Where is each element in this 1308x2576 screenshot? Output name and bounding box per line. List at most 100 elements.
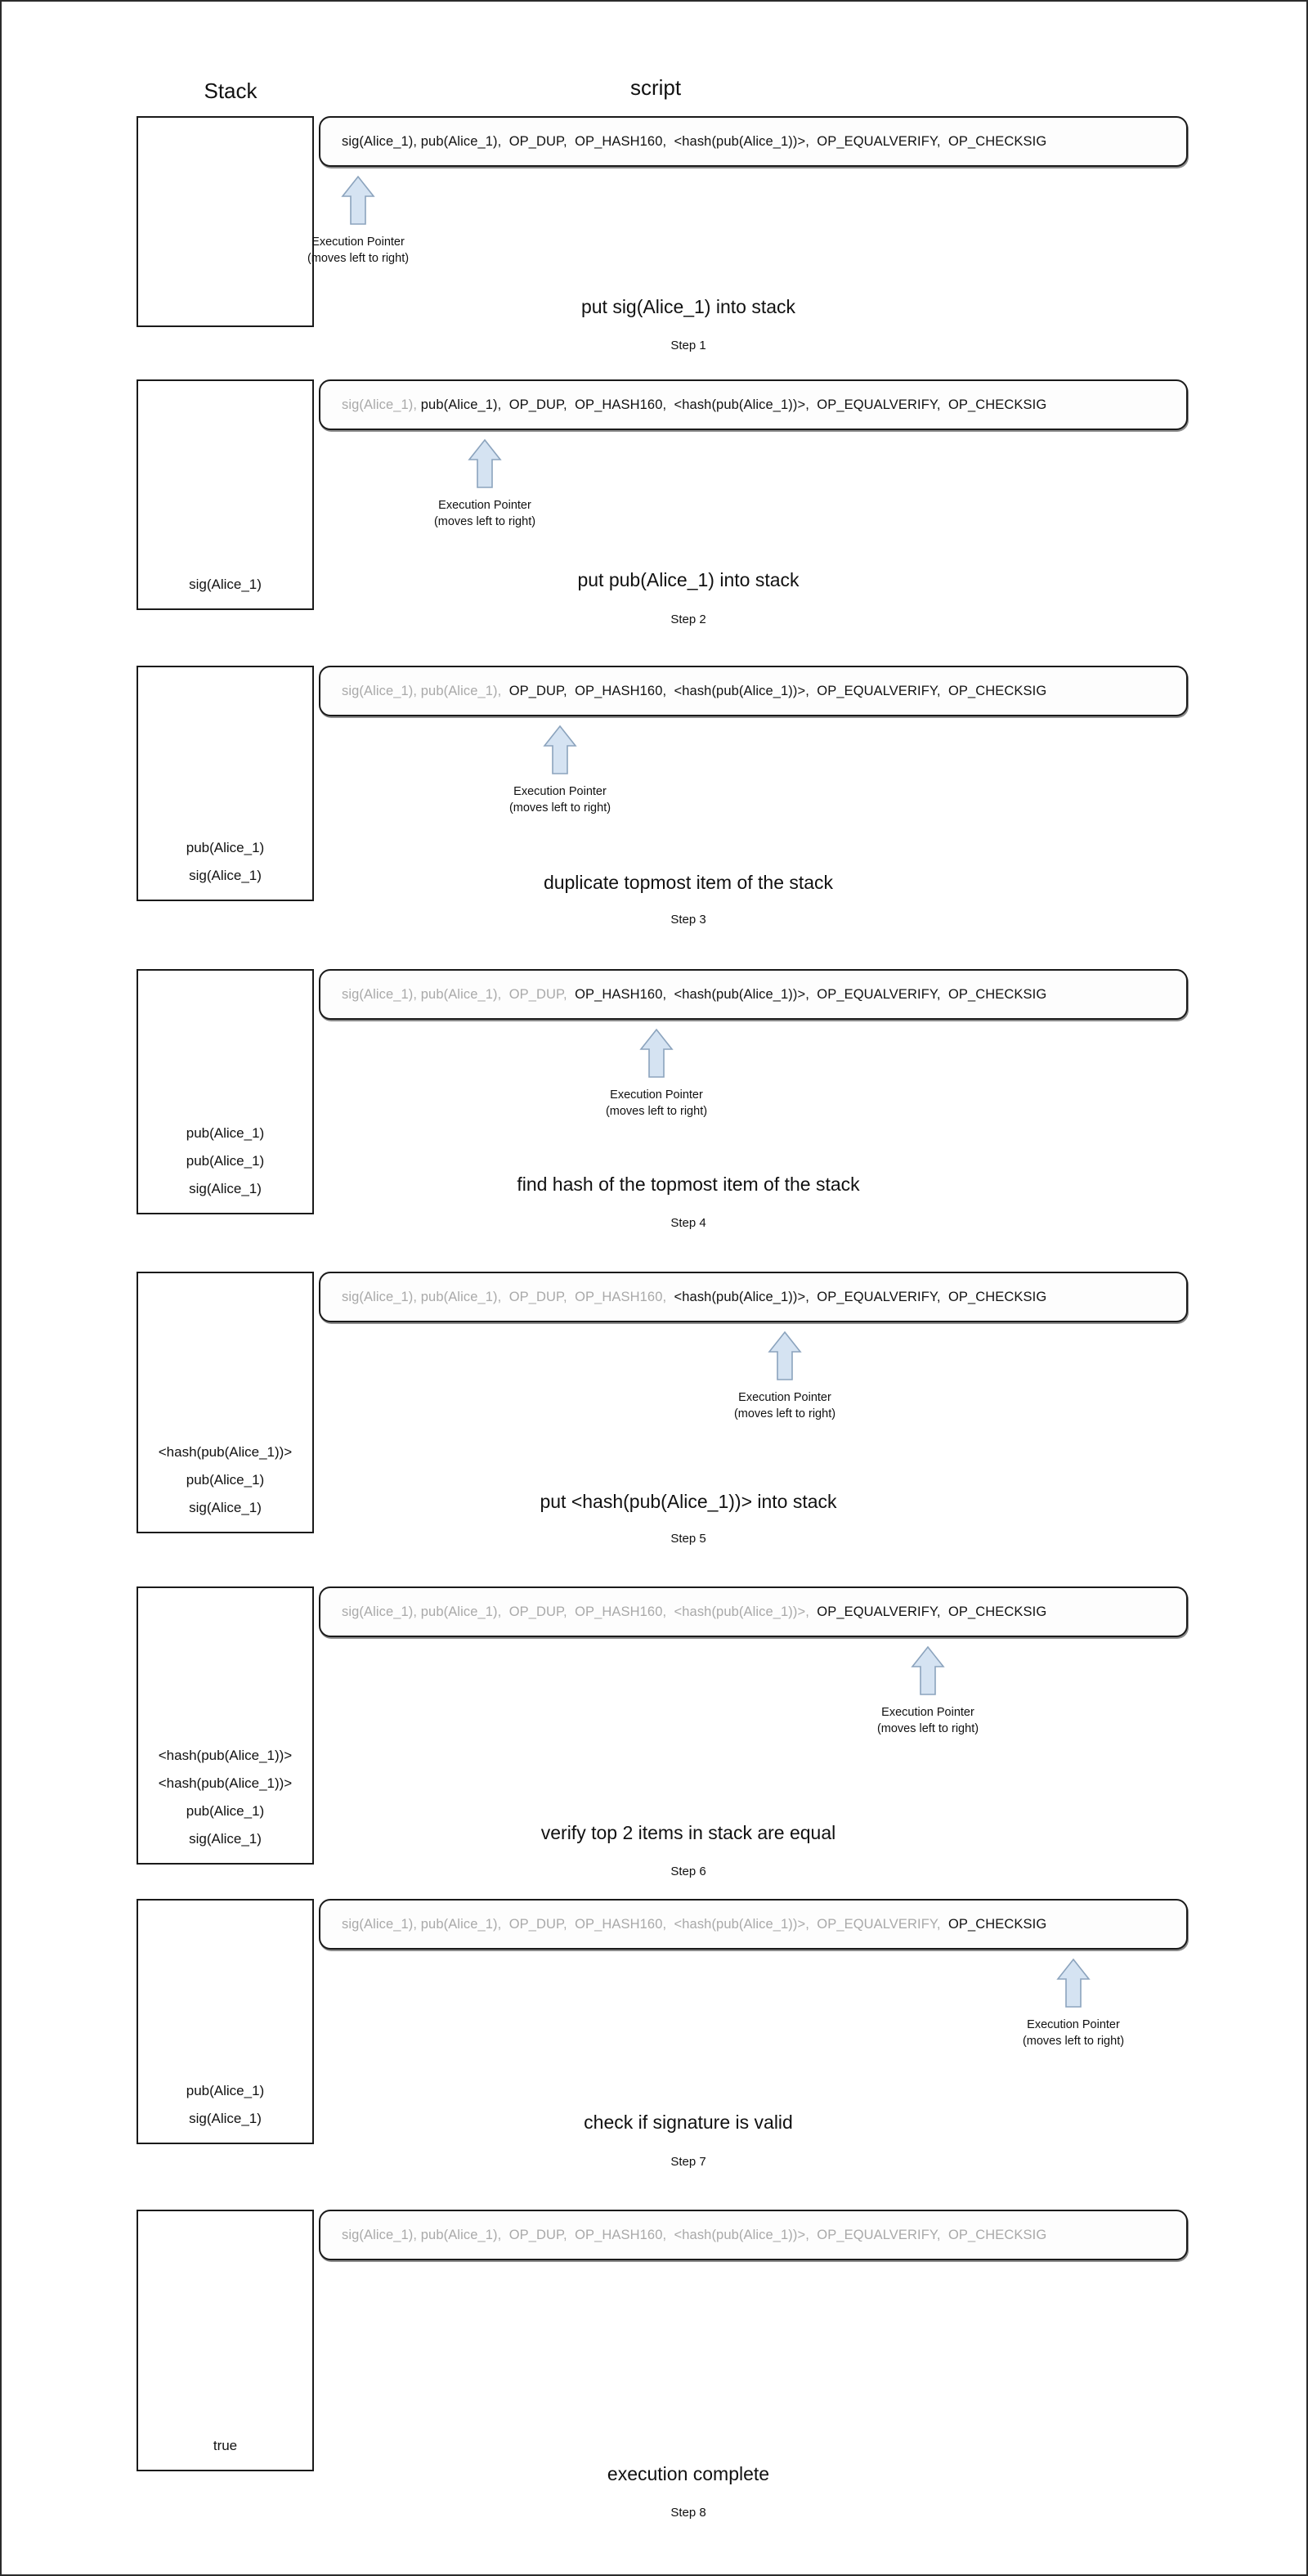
script-token-separator: , (413, 1289, 421, 1304)
script-token: sig(Alice_1) (342, 1604, 414, 1619)
stack-item: sig(Alice_1) (189, 577, 262, 592)
script-token: OP_EQUALVERIFY (817, 683, 937, 698)
stack-item: sig(Alice_1) (189, 1831, 262, 1847)
script-token-separator: , (497, 397, 509, 412)
script-token-separator: , (563, 2227, 576, 2242)
execution-pointer-up-arrow-icon (1056, 1958, 1091, 2008)
script-token: sig(Alice_1) (342, 397, 414, 412)
script-token: <hash(pub(Alice_1))> (674, 986, 806, 1002)
script-token-list: sig(Alice_1), pub(Alice_1), OP_DUP, OP_H… (342, 2228, 1046, 2243)
step-caption: verify top 2 items in stack are equal (540, 1822, 836, 1843)
script-token: pub(Alice_1) (420, 1289, 498, 1304)
stack-box: pub(Alice_1)sig(Alice_1) (137, 666, 314, 901)
execution-pointer-label-line2: (moves left to right) (307, 251, 410, 265)
script-token-list: sig(Alice_1), pub(Alice_1), OP_DUP, OP_H… (342, 397, 1046, 413)
script-token-separator: , (662, 133, 674, 149)
stack-box: true (137, 2210, 314, 2471)
stack-item: sig(Alice_1) (189, 2111, 262, 2126)
stack-item: sig(Alice_1) (189, 868, 262, 883)
script-token-separator: , (563, 1916, 576, 1932)
script-token: OP_CHECKSIG (947, 683, 1047, 698)
step-caption: put sig(Alice_1) into stack (580, 296, 796, 317)
script-token-separator: , (413, 1916, 421, 1932)
script-token-separator: , (497, 2227, 509, 2242)
script-token: OP_CHECKSIG (947, 133, 1047, 149)
script-token: <hash(pub(Alice_1))> (674, 133, 806, 149)
script-token: OP_DUP (508, 1289, 564, 1304)
script-token: sig(Alice_1) (342, 2227, 414, 2242)
script-token-separator: , (662, 397, 674, 412)
stack-box (137, 116, 314, 327)
script-token-separator: , (936, 2227, 948, 2242)
step-number-label: Step 6 (670, 1865, 706, 1878)
script-token-separator: , (936, 1604, 948, 1619)
script-token: pub(Alice_1) (420, 133, 498, 149)
script-token: OP_HASH160 (575, 1289, 663, 1304)
stack-box: pub(Alice_1)pub(Alice_1)sig(Alice_1) (137, 969, 314, 1214)
execution-pointer-label-line1: Execution Pointer (311, 236, 405, 249)
stack-item: <hash(pub(Alice_1))> (158, 1748, 293, 1763)
script-token: OP_CHECKSIG (947, 986, 1047, 1002)
execution-pointer-label: Execution Pointer(moves left to right) (703, 1390, 867, 1422)
execution-pointer-up-arrow-icon (341, 175, 375, 226)
script-token: <hash(pub(Alice_1))> (674, 1604, 806, 1619)
script-token-separator: , (805, 986, 818, 1002)
script-pill: sig(Alice_1), pub(Alice_1), OP_DUP, OP_H… (319, 1586, 1188, 1637)
script-token-separator: , (805, 1916, 818, 1932)
execution-pointer-label-line1: Execution Pointer (1027, 2018, 1120, 2031)
script-token-separator: , (563, 683, 576, 698)
step-number-label: Step 5 (670, 1532, 706, 1546)
execution-pointer-up-arrow-icon (911, 1645, 945, 1696)
script-token-separator: , (413, 2227, 421, 2242)
script-token-separator: , (936, 133, 948, 149)
script-token: OP_HASH160 (575, 1604, 663, 1619)
script-token: <hash(pub(Alice_1))> (674, 1916, 806, 1932)
script-pill: sig(Alice_1), pub(Alice_1), OP_DUP, OP_H… (319, 666, 1188, 716)
script-token-separator: , (936, 683, 948, 698)
step-number-label: Step 2 (670, 613, 706, 626)
execution-pointer-label-line1: Execution Pointer (438, 499, 531, 512)
step-number-label: Step 3 (670, 913, 706, 927)
script-token-separator: , (936, 1916, 948, 1932)
script-token-separator: , (936, 397, 948, 412)
script-token: OP_DUP (508, 2227, 564, 2242)
script-token: OP_CHECKSIG (947, 1916, 1047, 1932)
script-token-separator: , (805, 133, 818, 149)
script-token: OP_DUP (508, 133, 564, 149)
step-caption: execution complete (607, 2463, 770, 2484)
stack-item: <hash(pub(Alice_1))> (158, 1775, 293, 1791)
script-token-separator: , (805, 1604, 818, 1619)
script-token: OP_HASH160 (575, 986, 663, 1002)
execution-pointer-label: Execution Pointer(moves left to right) (846, 1705, 1010, 1737)
script-pill: sig(Alice_1), pub(Alice_1), OP_DUP, OP_H… (319, 969, 1188, 1020)
execution-pointer-label-line2: (moves left to right) (1022, 2034, 1125, 2048)
script-token-list: sig(Alice_1), pub(Alice_1), OP_DUP, OP_H… (342, 684, 1046, 699)
script-token: sig(Alice_1) (342, 683, 414, 698)
script-token: OP_HASH160 (575, 397, 663, 412)
script-token: OP_HASH160 (575, 2227, 663, 2242)
script-token: OP_EQUALVERIFY (817, 1916, 937, 1932)
script-token: OP_EQUALVERIFY (817, 1289, 937, 1304)
script-token: OP_EQUALVERIFY (817, 397, 937, 412)
execution-pointer-label-line1: Execution Pointer (738, 1391, 831, 1404)
stack-item: pub(Alice_1) (186, 1472, 265, 1488)
script-token: OP_EQUALVERIFY (817, 986, 937, 1002)
script-token: OP_DUP (508, 397, 564, 412)
script-token: pub(Alice_1) (420, 683, 498, 698)
step-caption: find hash of the topmost item of the sta… (517, 1174, 860, 1195)
step-number-label: Step 4 (670, 1216, 706, 1230)
execution-pointer-label: Execution Pointer (moves left to right) (276, 235, 440, 267)
step-number-label: Step 1 (670, 339, 706, 352)
script-token-list: sig(Alice_1), pub(Alice_1), OP_DUP, OP_H… (342, 1604, 1046, 1620)
script-token-separator: , (563, 133, 576, 149)
script-token: sig(Alice_1) (342, 1289, 414, 1304)
script-token-separator: , (563, 1604, 576, 1619)
stack-item: sig(Alice_1) (189, 1181, 262, 1196)
script-token: OP_EQUALVERIFY (817, 2227, 937, 2242)
script-token-list: sig(Alice_1), pub(Alice_1), OP_DUP, OP_H… (342, 987, 1046, 1003)
step-caption: put pub(Alice_1) into stack (577, 569, 800, 590)
step-caption: put <hash(pub(Alice_1))> into stack (540, 1491, 837, 1512)
execution-pointer-label-line1: Execution Pointer (881, 1706, 974, 1719)
column-header-stack: Stack (204, 79, 258, 103)
